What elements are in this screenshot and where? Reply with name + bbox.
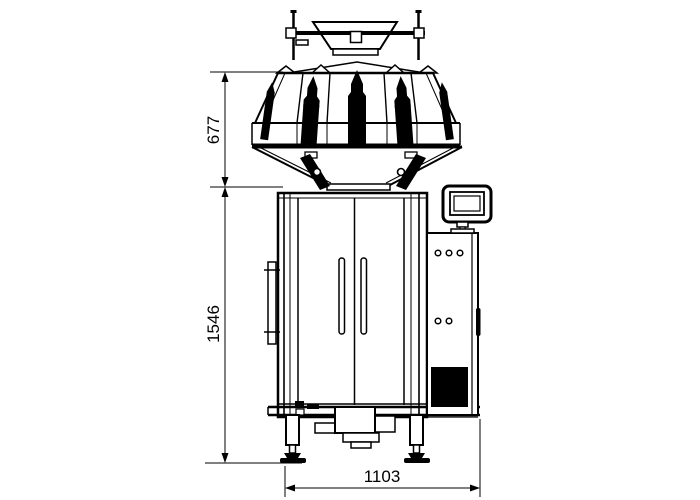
cabinet-vent-panel	[431, 367, 468, 407]
cabinet-handle[interactable]	[476, 308, 481, 336]
funnel-center-block	[349, 30, 363, 44]
discharge-chute	[314, 406, 396, 449]
actuator-far-left	[260, 82, 275, 141]
actuator-center	[348, 70, 366, 145]
touchscreen-hmi[interactable]	[441, 184, 493, 234]
right-post-cap	[415, 10, 422, 13]
actuator-right	[394, 76, 414, 146]
left-post-cap	[290, 10, 297, 13]
control-cabinet	[426, 232, 481, 418]
door-handle-left[interactable]	[338, 257, 346, 335]
left-foot-pad	[284, 453, 301, 458]
chute-main-box	[334, 406, 376, 434]
dim-label-1546: 1546	[204, 305, 223, 343]
dimension-machine-height: 1546	[204, 187, 229, 463]
left-clamp-block	[285, 27, 297, 39]
funnel-discharge-lip	[326, 183, 391, 191]
left-foot-base	[280, 458, 306, 463]
right-leg	[404, 414, 430, 463]
right-clamp-block	[413, 27, 425, 39]
weigher-actuators	[260, 70, 454, 146]
left-clamp-stub	[295, 39, 309, 46]
chute-step	[342, 432, 380, 443]
cabinet-button[interactable]	[434, 249, 442, 257]
door-handle-right[interactable]	[360, 257, 368, 335]
dimension-machine-width: 1103	[285, 467, 480, 492]
dimension-weigher-height: 677	[204, 72, 229, 187]
frame-clamp-detail	[295, 401, 304, 408]
dispersion-cone	[287, 61, 426, 74]
right-foot-pad	[408, 453, 425, 458]
feed-hopper-assembly	[285, 10, 425, 60]
collecting-funnel	[251, 145, 463, 191]
dim-label-1103: 1103	[364, 467, 401, 486]
multihead-weigher	[251, 70, 461, 147]
cabinet-button[interactable]	[456, 249, 464, 257]
cabinet-button[interactable]	[445, 317, 453, 325]
actuator-left	[300, 76, 320, 146]
chute-left-shelf	[314, 422, 336, 434]
side-hinge-strip	[264, 261, 280, 345]
screen-display[interactable]	[453, 195, 481, 212]
chute-right-shelf	[374, 415, 396, 433]
dim-label-677: 677	[204, 116, 223, 144]
cabinet-button[interactable]	[434, 317, 442, 325]
weigh-hopper-dividers	[296, 72, 418, 124]
screen-mount-base	[450, 228, 475, 234]
funnel-clamp-right	[396, 151, 426, 190]
actuator-far-right	[439, 82, 454, 141]
machine-body	[264, 191, 429, 419]
funnel-clamp-left	[300, 151, 330, 190]
screen-neck	[456, 221, 469, 228]
funnel-lip	[332, 48, 379, 56]
frame-clamp-detail	[307, 404, 319, 409]
right-foot-base	[404, 458, 430, 463]
left-leg	[280, 414, 306, 463]
cabinet-button[interactable]	[445, 249, 453, 257]
machine-legs	[280, 414, 430, 463]
chute-outlet	[350, 441, 372, 449]
dimension-annotations: 677 1546 1103	[204, 71, 481, 497]
